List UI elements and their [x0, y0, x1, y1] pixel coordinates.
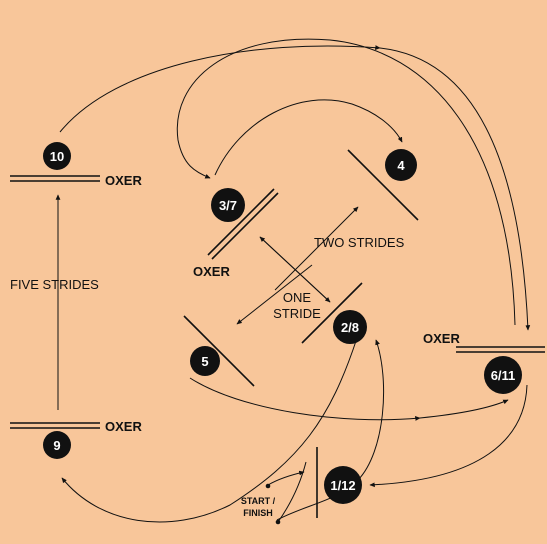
badge-1-12: 1/12 — [324, 466, 362, 504]
badge-9: 9 — [43, 431, 71, 459]
badge-2-8-label: 2/8 — [341, 320, 359, 335]
route-2-8-to-9 — [61, 337, 358, 523]
badge-4: 4 — [385, 149, 417, 181]
route-4-to-5 — [236, 264, 313, 325]
badge-5-label: 5 — [201, 354, 208, 369]
start-finish-label-line1: START / — [241, 496, 276, 506]
route-two-strides — [274, 206, 359, 291]
route-10-to-6-11 — [59, 45, 531, 331]
route-start-dot-1 — [267, 470, 305, 486]
rail-3-7-a — [207, 188, 275, 256]
badge-6-11: 6/11 — [484, 356, 522, 394]
route-5-to-6-11 — [189, 377, 509, 421]
start-finish-label-line2: FINISH — [243, 508, 273, 518]
oxer-label-3-7: OXER — [193, 264, 230, 279]
five-strides-label: FIVE STRIDES — [10, 277, 99, 292]
route-start-to-2-8 — [276, 339, 385, 521]
rail-5 — [183, 315, 255, 387]
rail-2-8 — [301, 282, 363, 344]
badge-2-8: 2/8 — [333, 310, 367, 344]
badge-9-label: 9 — [53, 438, 60, 453]
oxer-label-6-11: OXER — [423, 331, 460, 346]
badge-3-7-label: 3/7 — [219, 198, 237, 213]
badge-4-label: 4 — [397, 158, 405, 173]
oxer-label-9: OXER — [105, 419, 142, 434]
badge-10: 10 — [43, 142, 71, 170]
oxer-label-10: OXER — [105, 173, 142, 188]
badge-5: 5 — [190, 346, 220, 376]
badge-10-label: 10 — [50, 149, 64, 164]
two-strides-label: TWO STRIDES — [314, 235, 405, 250]
fence-rails — [10, 149, 545, 518]
finish-dot — [275, 519, 281, 525]
badge-3-7: 3/7 — [211, 188, 245, 222]
one-stride-label-line1: ONE — [283, 290, 312, 305]
route-start-dot-2 — [277, 461, 307, 523]
rail-3-7-b — [211, 192, 279, 260]
one-stride-label-line2: STRIDE — [273, 306, 321, 321]
route-3-7-to-4 — [214, 99, 403, 176]
route-to-3-7-diagonal — [259, 236, 331, 303]
route-arc-to-3-7 — [176, 38, 516, 326]
badge-1-12-label: 1/12 — [330, 478, 355, 493]
route-6-11-to-1-12 — [369, 384, 528, 488]
route-paths — [55, 38, 531, 523]
start-dot — [265, 483, 271, 489]
badge-6-11-label: 6/11 — [491, 368, 516, 383]
rail-4 — [347, 149, 419, 221]
